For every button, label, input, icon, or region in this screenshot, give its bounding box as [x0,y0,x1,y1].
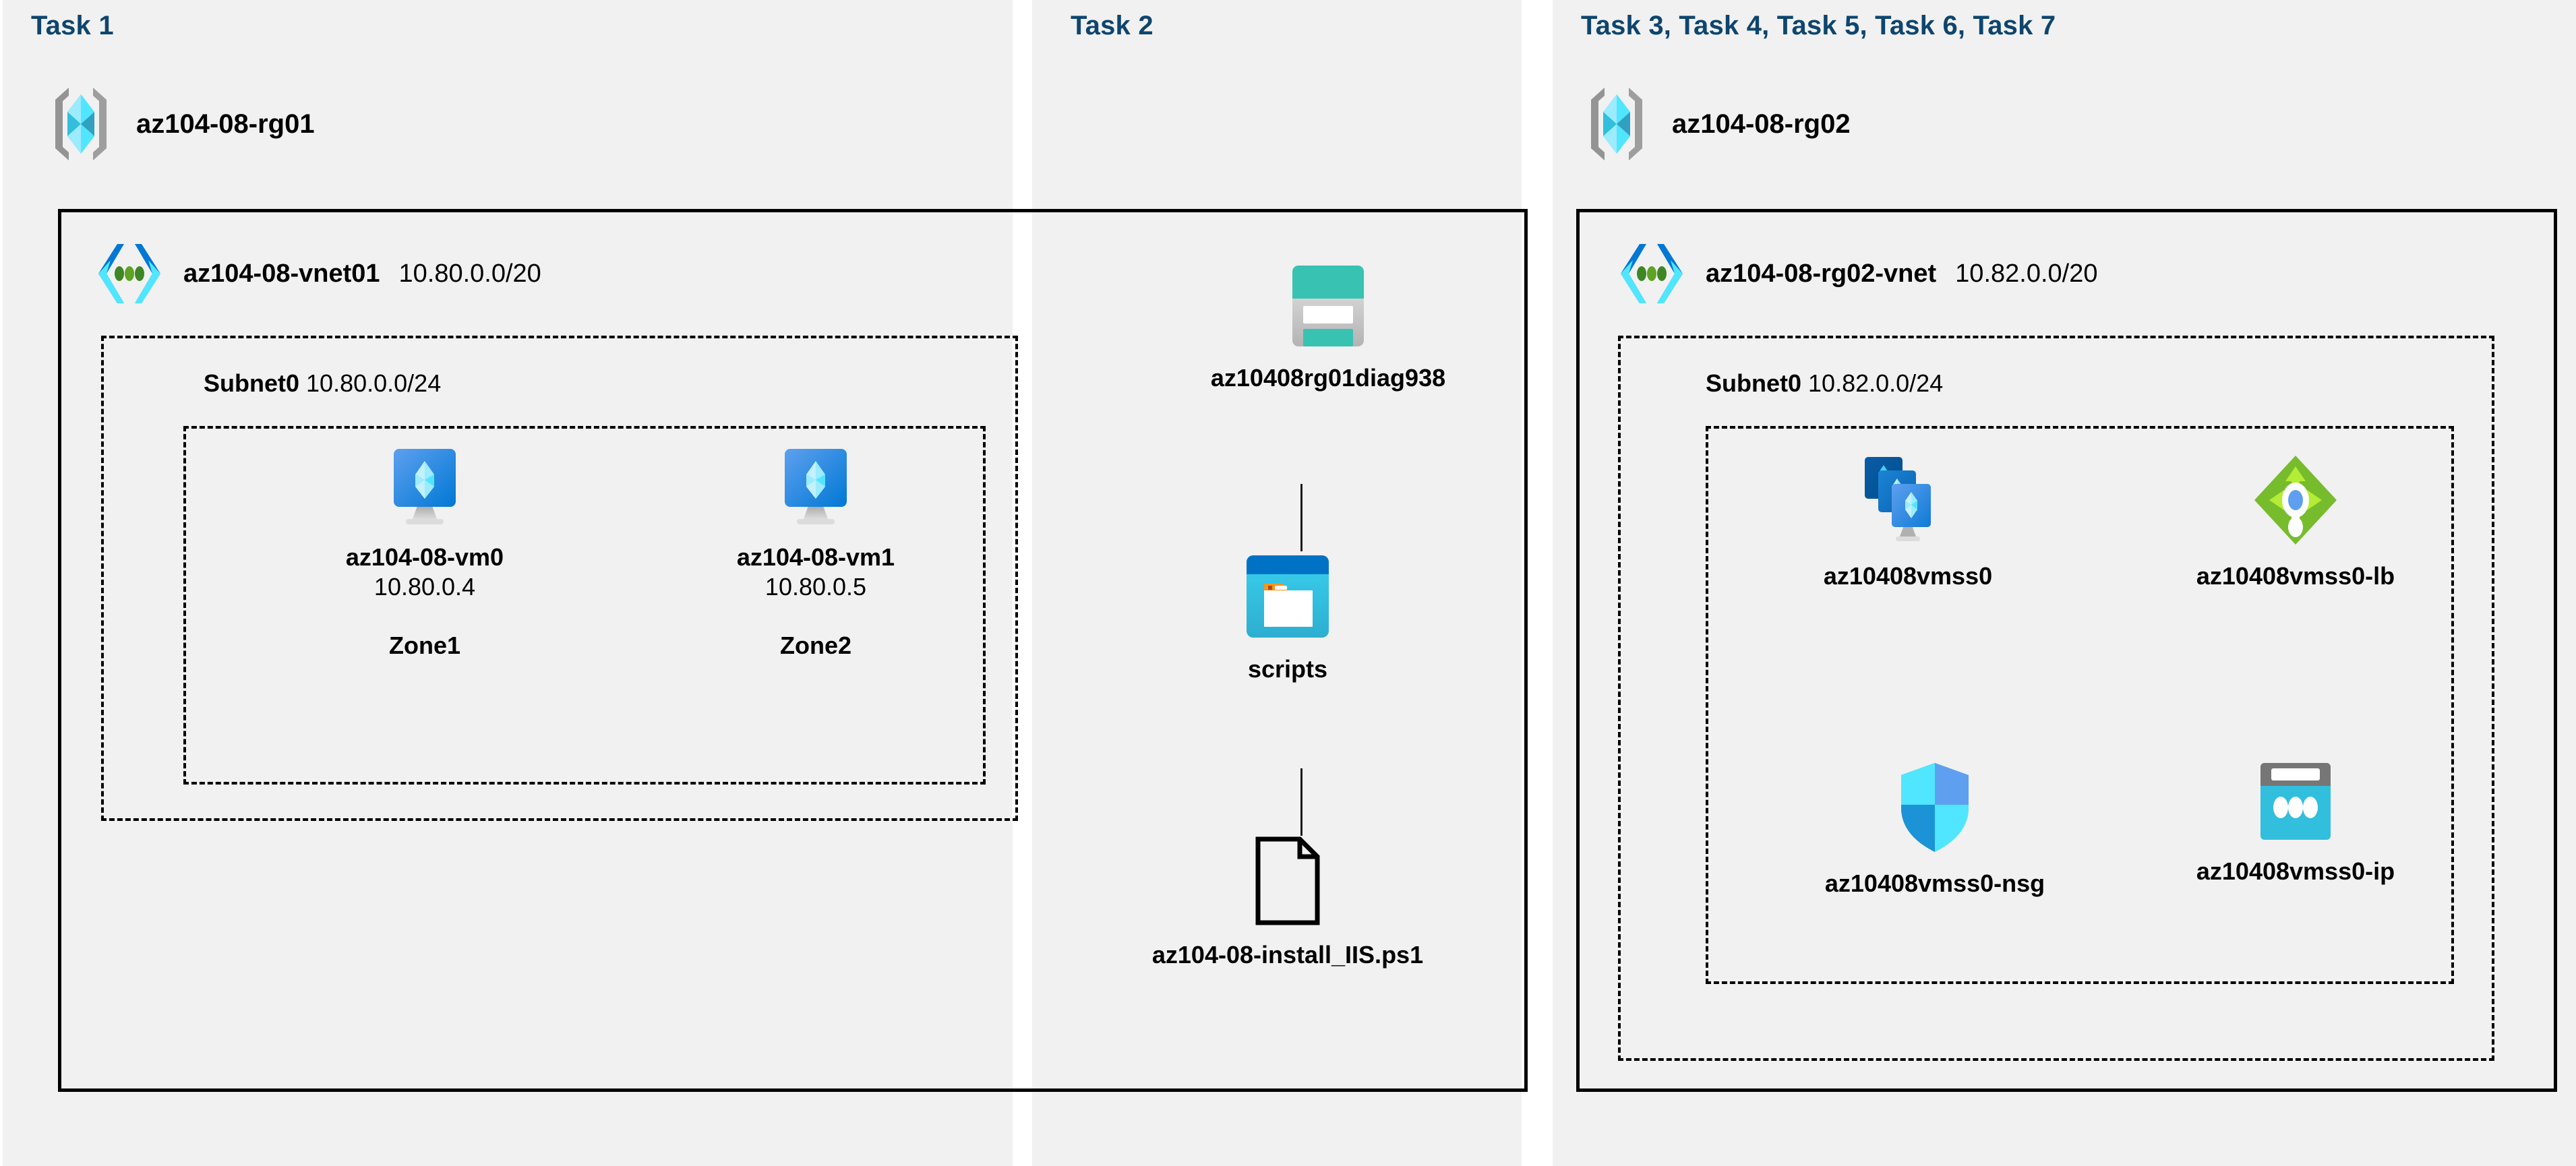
node-vm1[interactable]: az104-08-vm1 10.80.0.5 Zone2 [674,445,957,660]
vnet02-boundary [1576,209,2557,1092]
vnet02-name: az104-08-rg02-vnet [1706,259,1937,288]
subnet01-label: Subnet0 10.80.0.0/24 [204,369,441,398]
subnet01-name: Subnet0 [204,369,300,397]
vnet01-cidr: 10.80.0.0/20 [398,259,541,288]
subnet01-cidr: 10.80.0.0/24 [306,369,442,397]
vnet01-name: az104-08-vnet01 [183,259,380,288]
node-storage-account[interactable]: az10408rg01diag938 [1146,263,1510,392]
node-vm1-zone: Zone2 [779,632,851,660]
node-load-balancer-name: az10408vmss0-lb [2196,562,2395,590]
node-network-security-group[interactable]: az10408vmss0-nsg [1766,760,2103,898]
node-vm1-ip: 10.80.0.5 [765,573,867,601]
node-storage-account-name: az10408rg01diag938 [1210,364,1446,392]
node-blob-container-name: scripts [1247,655,1328,683]
node-vm-scale-set-name: az10408vmss0 [1823,562,1993,590]
node-vm0-zone: Zone1 [388,632,460,660]
blob-container-icon [1244,553,1331,640]
resource-group-rg01: az104-08-rg01 [49,85,315,163]
panel-task3 [1553,0,2576,1166]
storage-account-icon [1288,263,1368,349]
virtual-network-icon [94,241,164,306]
panel-task1 [3,0,1013,1166]
virtual-machine-icon [383,445,467,528]
subnet01-boundary [101,336,1018,821]
node-script-file[interactable]: az104-08-install_IIS.ps1 [1106,836,1470,969]
subnet02-inner-boundary [1706,426,2454,984]
subnet01-inner-boundary [183,426,986,785]
vnet01-boundary [58,209,1528,1092]
resource-group-rg01-label: az104-08-rg01 [136,109,315,139]
resource-group-icon [49,85,113,163]
node-vm0[interactable]: az104-08-vm0 10.80.0.4 Zone1 [283,445,566,660]
node-public-ip-address-name: az10408vmss0-ip [2196,857,2395,885]
file-icon [1253,836,1323,926]
node-vm1-name: az104-08-vm1 [736,543,895,571]
subnet02-cidr: 10.82.0.0/24 [1808,369,1944,397]
node-vm0-ip: 10.80.0.4 [373,573,476,601]
public-ip-address-icon [2254,760,2337,842]
resource-group-rg02: az104-08-rg02 [1584,85,1851,163]
node-script-file-name: az104-08-install_IIS.ps1 [1151,941,1424,969]
task1-heading: Task 1 [31,11,114,40]
node-blob-container[interactable]: scripts [1187,553,1389,683]
connector-scripts-to-file [1300,768,1302,836]
node-network-security-group-name: az10408vmss0-nsg [1824,869,2045,897]
node-vm0-name: az104-08-vm0 [345,543,504,571]
resource-group-icon [1584,85,1649,163]
network-security-group-icon [1896,760,1974,855]
vnet02-cidr: 10.82.0.0/20 [1955,259,2098,288]
node-vm-scale-set[interactable]: az10408vmss0 [1766,453,2049,590]
virtual-network-icon [1617,241,1687,306]
task2-heading: Task 2 [1071,11,1154,40]
node-load-balancer[interactable]: az10408vmss0-lb [2144,453,2447,590]
vm-scale-set-icon [1861,453,1955,547]
resource-group-rg02-label: az104-08-rg02 [1672,109,1851,139]
load-balancer-icon [2252,453,2339,547]
subnet02-name: Subnet0 [1706,369,1802,397]
node-public-ip-address[interactable]: az10408vmss0-ip [2144,760,2447,886]
subnet02-label: Subnet0 10.82.0.0/24 [1706,369,1943,398]
subnet02-boundary [1618,336,2494,1061]
vnet01-header: az104-08-vnet01 10.80.0.0/20 [94,241,541,306]
vnet02-header: az104-08-rg02-vnet 10.82.0.0/20 [1617,241,2097,306]
task3-heading: Task 3, Task 4, Task 5, Task 6, Task 7 [1581,11,2056,40]
connector-storage-to-scripts [1300,484,1302,551]
virtual-machine-icon [774,445,858,528]
